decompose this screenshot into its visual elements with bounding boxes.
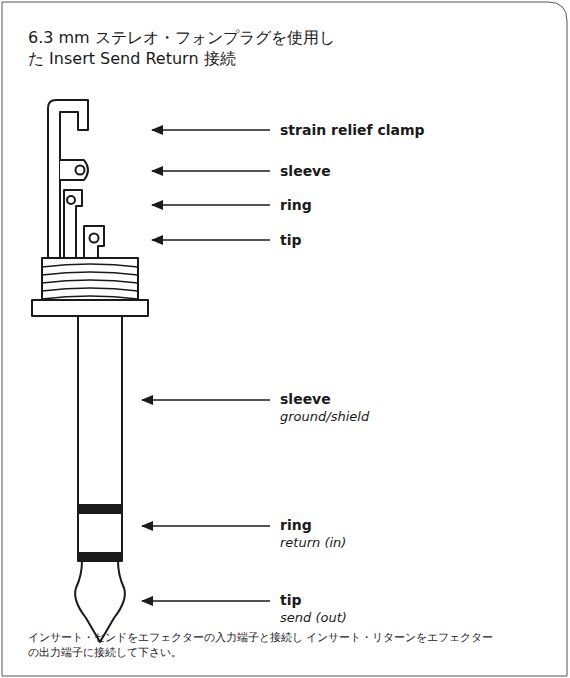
- ring-terminal: [64, 190, 82, 258]
- sleeve-hole: [76, 166, 85, 175]
- signal-name: return (in): [280, 535, 346, 551]
- leader-arrow: [142, 600, 270, 602]
- signal-name: send (out): [280, 610, 347, 626]
- flange: [32, 300, 148, 316]
- thread-line: [42, 288, 138, 291]
- leader-arrow: [152, 129, 270, 131]
- insulator-band: [78, 553, 122, 561]
- caption-note: インサート・センドをエフェクターの入力端子と接続し インサート・リターンをエフェ…: [28, 630, 498, 660]
- leader-arrow: [152, 170, 270, 172]
- sleeve-shaft: [78, 316, 122, 505]
- tip-hole: [90, 234, 99, 243]
- part-name: ring: [280, 197, 312, 214]
- part-name: sleeve: [280, 163, 331, 180]
- sleeve-terminal: [60, 160, 88, 180]
- part-name: tip: [280, 592, 302, 609]
- thread-line: [42, 264, 138, 267]
- signal-name: ground/shield: [280, 409, 369, 425]
- tip-contact: [75, 561, 125, 642]
- thread: [42, 258, 138, 300]
- leader-arrow: [142, 525, 270, 527]
- leader-arrow: [152, 239, 270, 241]
- diagram-title: 6.3 mm ステレオ・フォンプラグを使用した Insert Send Retu…: [28, 28, 348, 70]
- ring-hole: [67, 196, 75, 204]
- thread-line: [42, 296, 138, 299]
- ring-contact: [78, 513, 122, 553]
- tip-terminal: [84, 226, 104, 258]
- part-name: strain relief clamp: [280, 122, 425, 139]
- leader-arrow: [152, 204, 270, 206]
- part-name: ring: [280, 517, 312, 534]
- insulator-band: [78, 505, 122, 513]
- thread-line: [42, 272, 138, 275]
- clamp-terminal: [48, 100, 88, 258]
- leader-arrow: [142, 399, 270, 401]
- part-name: tip: [280, 232, 302, 249]
- thread-line: [42, 280, 138, 283]
- part-name: sleeve: [280, 391, 331, 408]
